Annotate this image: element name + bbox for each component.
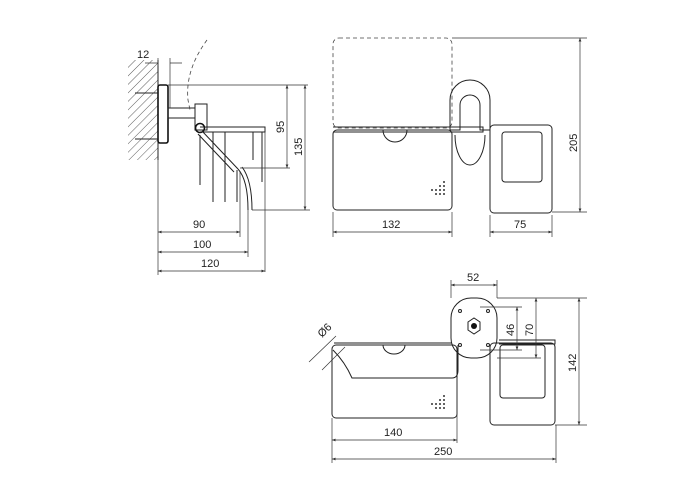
dim-90: 90 bbox=[193, 219, 205, 231]
front-view: 132 75 205 bbox=[332, 37, 587, 237]
paper-box bbox=[331, 344, 458, 419]
dim-100: 100 bbox=[193, 239, 211, 251]
hinge bbox=[194, 122, 206, 134]
basket-top-bar bbox=[200, 126, 266, 133]
top-view: 52 46 70 142 140 250 Ø6 bbox=[308, 272, 587, 463]
dot-pattern bbox=[431, 395, 445, 409]
dim-95: 95 bbox=[275, 121, 287, 133]
basket bbox=[489, 124, 553, 214]
wall-flange bbox=[157, 84, 169, 144]
dim-140: 140 bbox=[384, 427, 402, 439]
dim-52: 52 bbox=[467, 272, 479, 284]
side-view: 12 95 135 90 100 120 bbox=[128, 39, 310, 275]
dim-46: 46 bbox=[505, 324, 517, 336]
dim-250: 250 bbox=[434, 446, 452, 458]
basket bbox=[489, 342, 556, 426]
dim-diameter-6: Ø6 bbox=[316, 321, 335, 340]
dim-132: 132 bbox=[382, 219, 400, 231]
wall-screws bbox=[135, 92, 158, 140]
basket-wires bbox=[199, 132, 263, 202]
dim-70: 70 bbox=[524, 324, 536, 336]
wall-hatch bbox=[128, 60, 158, 160]
dim-120: 120 bbox=[201, 258, 219, 270]
dim-12: 12 bbox=[137, 49, 149, 61]
paper-box bbox=[332, 129, 453, 211]
hex-nut bbox=[467, 317, 481, 335]
lid-arm bbox=[197, 130, 239, 173]
dim-75: 75 bbox=[514, 219, 526, 231]
holder-ring bbox=[449, 79, 491, 131]
dim-135: 135 bbox=[293, 138, 305, 156]
mounting-plate bbox=[450, 297, 498, 359]
dim-205: 205 bbox=[568, 134, 580, 152]
arm bbox=[167, 107, 196, 119]
lid-open-outline bbox=[332, 37, 453, 129]
dim-142: 142 bbox=[567, 354, 579, 372]
dot-pattern bbox=[431, 181, 445, 195]
